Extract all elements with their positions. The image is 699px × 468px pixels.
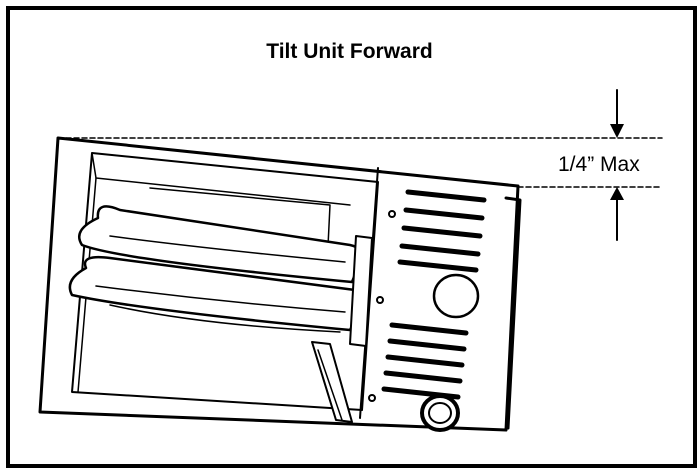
vent-slots-lower — [381, 322, 469, 400]
dimension-label: 1/4” Max — [556, 153, 642, 177]
vent-slots-upper — [397, 189, 487, 273]
figure-title: Tilt Unit Forward — [266, 40, 433, 63]
arrow-icon — [610, 89, 624, 241]
screw-icons — [368, 210, 396, 402]
dial-knob — [432, 273, 480, 319]
control-knob — [420, 394, 460, 432]
